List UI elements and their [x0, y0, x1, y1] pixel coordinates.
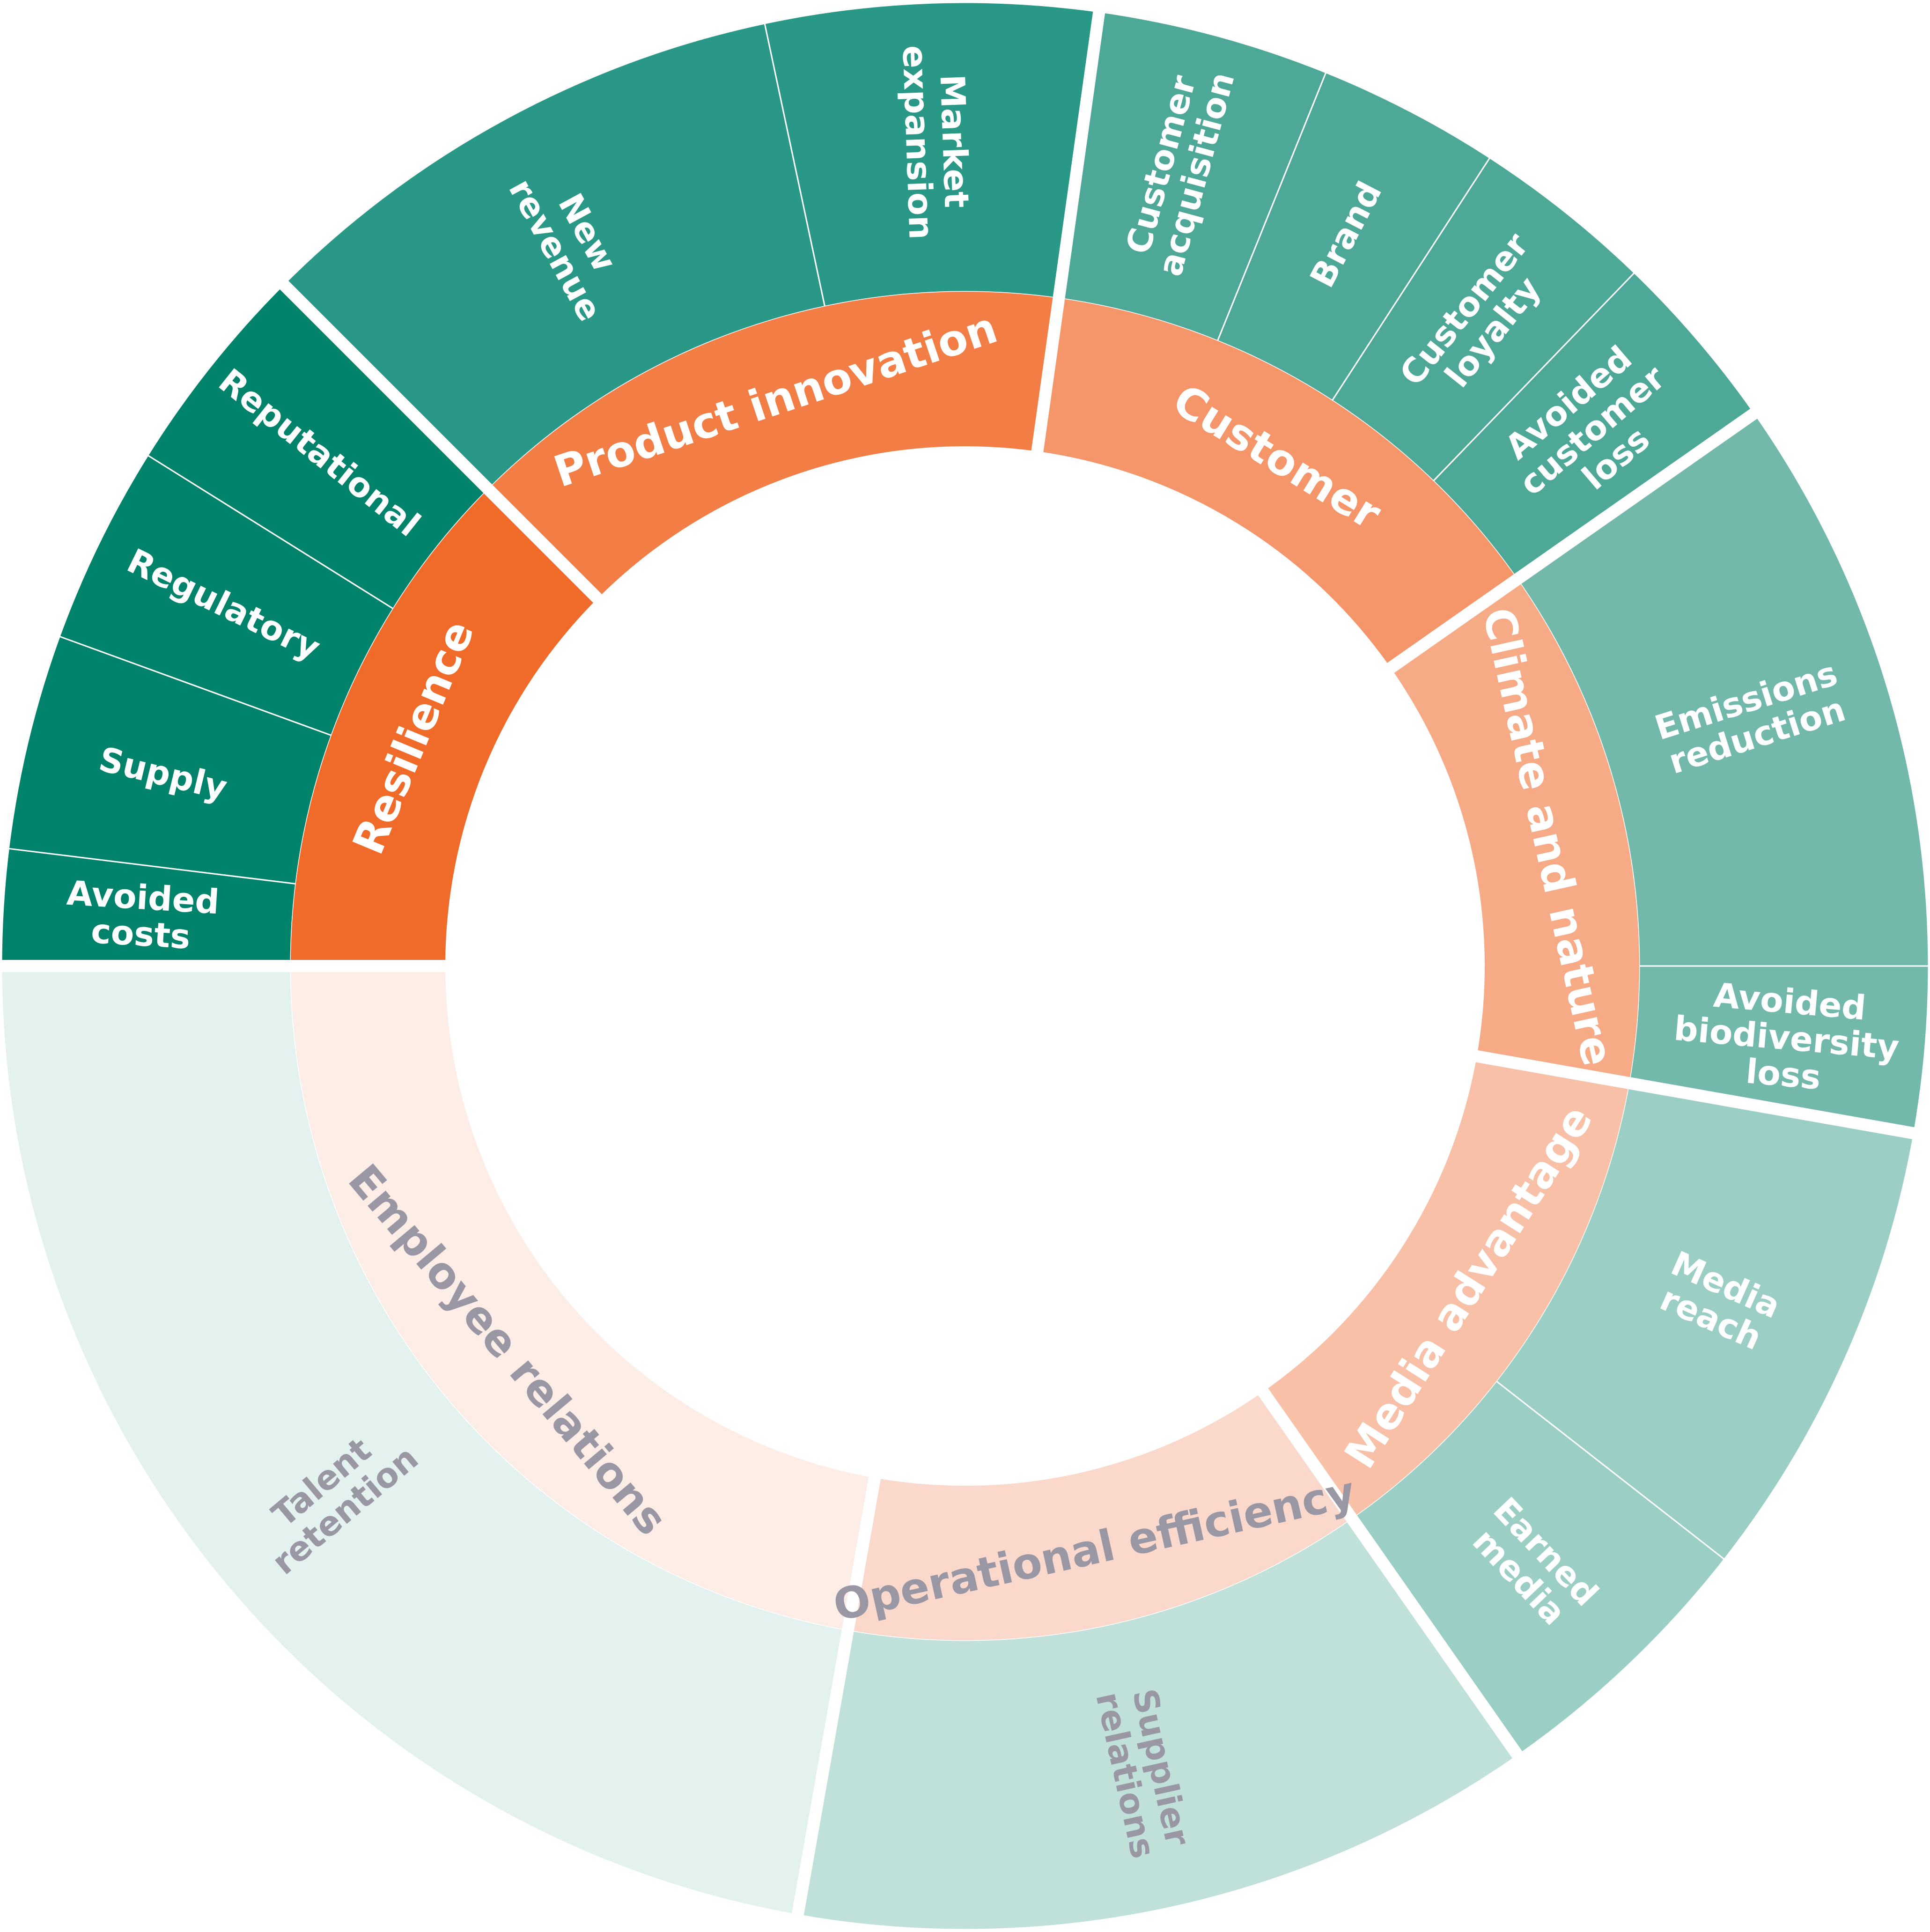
outer-label-market-expansion: Marketexpansion — [895, 44, 977, 240]
inner-segment-resilience — [291, 489, 598, 966]
inner-segment-customer — [1037, 298, 1517, 668]
inner-segment-product-innovation — [488, 292, 1059, 599]
group-gap — [1379, 403, 1766, 678]
center-hole — [450, 451, 1480, 1481]
group-gap — [1030, 1, 1107, 462]
inner-segment-employee-relations — [291, 966, 875, 1630]
outer-label-line: expansion — [895, 44, 941, 240]
group-gap — [1252, 1380, 1528, 1767]
outer-label-avoided-biodiversity-loss: Avoidedbiodiversityloss — [1669, 972, 1904, 1104]
outer-label-line: costs — [90, 911, 192, 957]
outer-label-line: Market — [933, 74, 977, 208]
outer-label-avoided-costs: Avoidedcosts — [63, 873, 220, 959]
inner-segment-climate-and-nature — [1391, 579, 1639, 1084]
group-gap — [790, 1467, 883, 1925]
group-gap — [273, 273, 609, 610]
outer-label-line: loss — [1745, 1051, 1823, 1097]
group-gap — [1466, 1048, 1924, 1141]
outer-label-line: Avoided — [66, 873, 221, 922]
inner-ring — [291, 292, 1639, 1640]
inner-segment-media-advantage — [1263, 1056, 1629, 1519]
inner-segment-operational-efficiency — [847, 1392, 1352, 1640]
